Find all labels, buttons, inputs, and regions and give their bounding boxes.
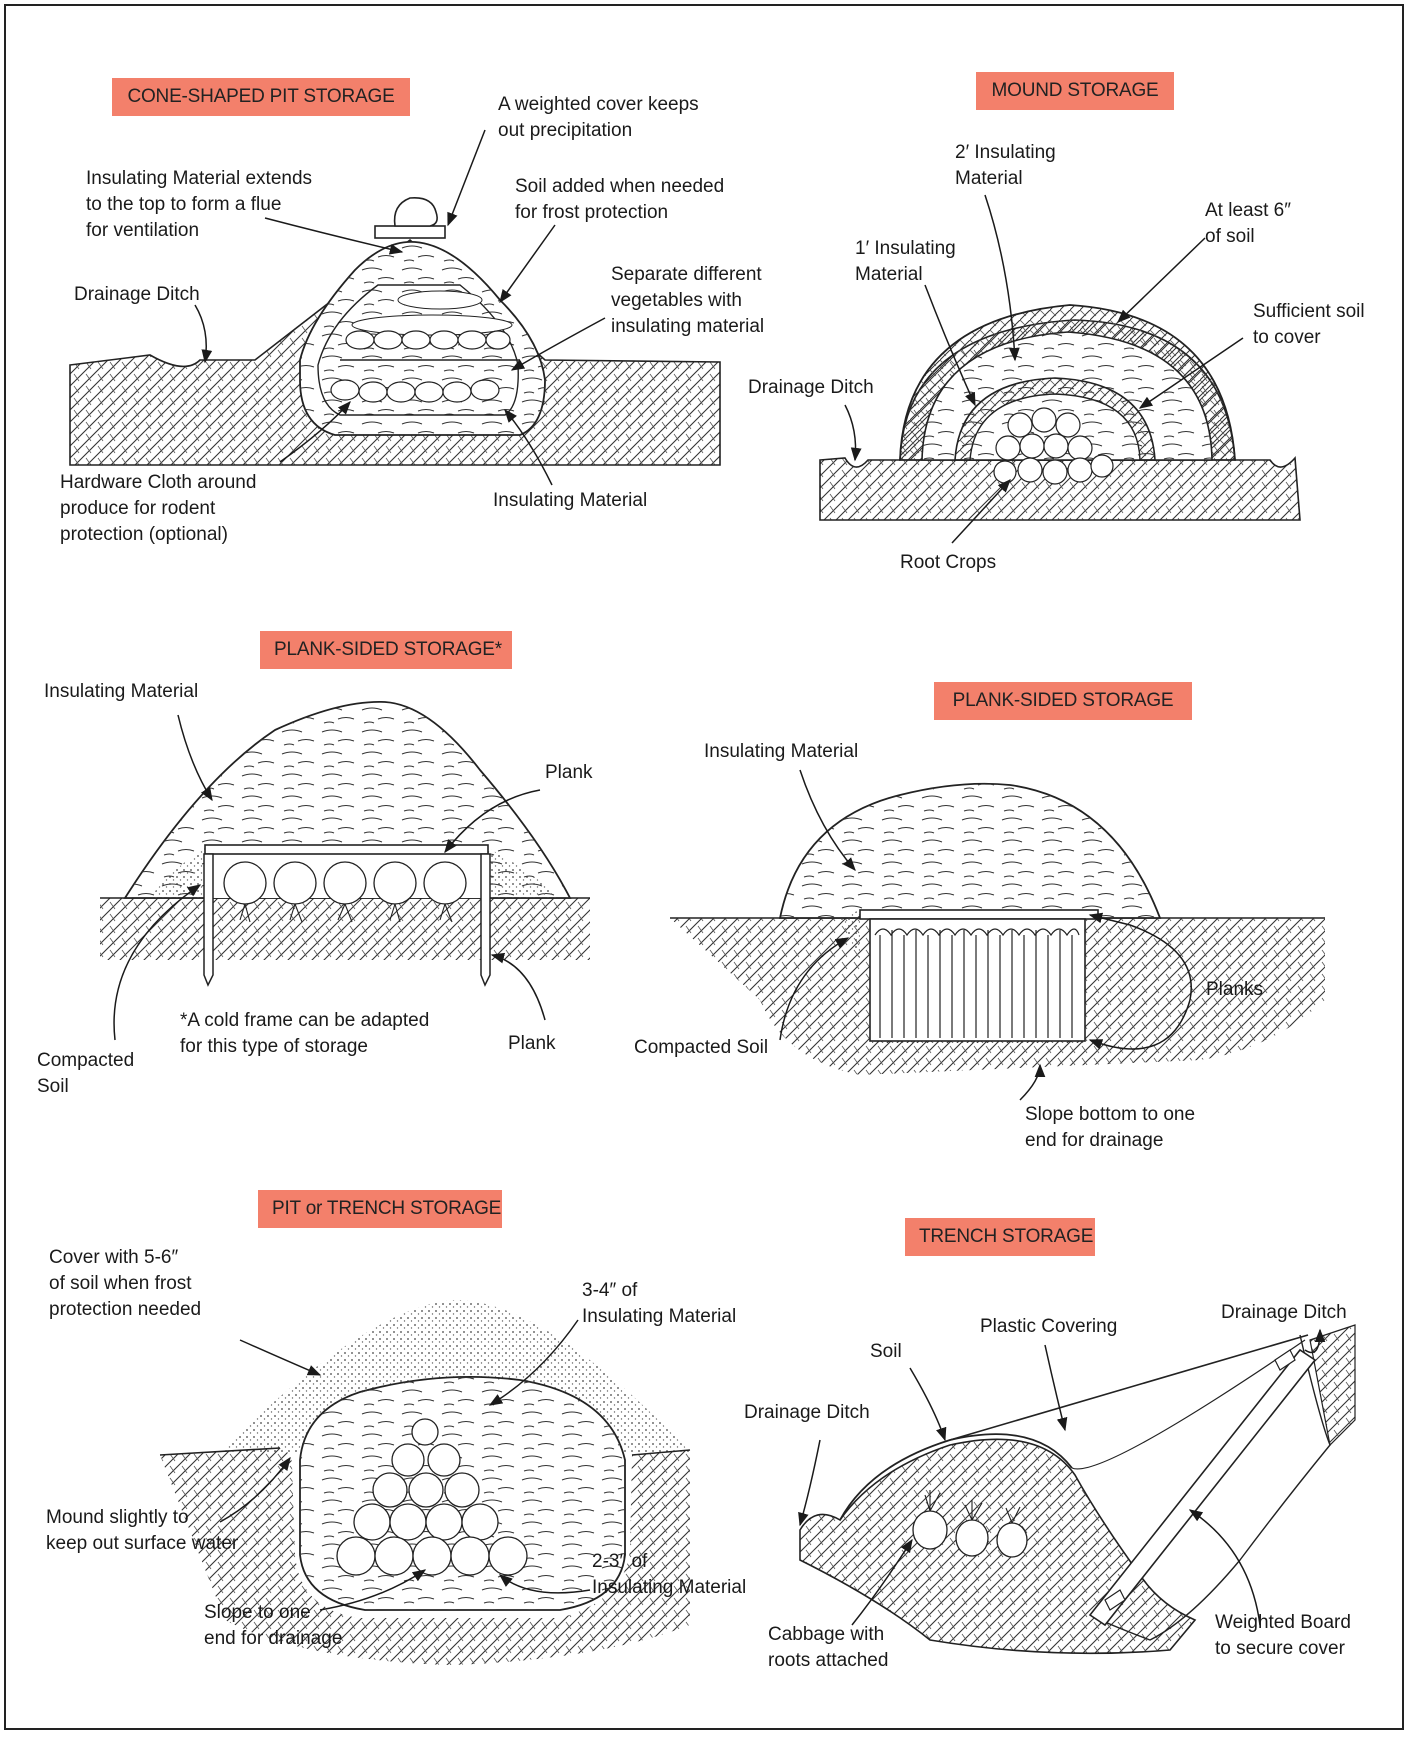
label-cold-frame-note: *A cold frame can be adapted for this ty… xyxy=(180,1008,429,1060)
label-two-ft-insulating: 2′ Insulating Material xyxy=(955,140,1056,192)
label-sufficient-soil: Sufficient soil to cover xyxy=(1253,299,1365,351)
label-weighted-cover: A weighted cover keeps out precipitation xyxy=(498,92,699,144)
label-slope-one-end: Slope to one end for drainage xyxy=(204,1600,342,1652)
label-drainage-ditch-mound: Drainage Ditch xyxy=(748,375,874,401)
label-drainage-ditch-trench-left: Drainage Ditch xyxy=(744,1400,870,1426)
label-plank-top: Plank xyxy=(545,760,593,786)
label-soil-trench: Soil xyxy=(870,1339,902,1365)
title-trench: TRENCH STORAGE xyxy=(905,1218,1095,1256)
label-soil-added: Soil added when needed for frost protect… xyxy=(515,174,724,226)
label-weighted-board: Weighted Board to secure cover xyxy=(1215,1610,1351,1662)
label-compacted-soil-left: Compacted Soil xyxy=(37,1048,134,1100)
label-insulating-extends: Insulating Material extends to the top t… xyxy=(86,166,312,244)
title-plank-right: PLANK-SIDED STORAGE xyxy=(934,682,1192,720)
label-insulating-material-plank-left: Insulating Material xyxy=(44,679,198,705)
label-cover-with-soil: Cover with 5-6″ of soil when frost prote… xyxy=(49,1245,201,1323)
label-drainage-ditch-cone: Drainage Ditch xyxy=(74,282,200,308)
label-hardware-cloth: Hardware Cloth around produce for rodent… xyxy=(60,470,256,548)
label-separate-vegetables: Separate different vegetables with insul… xyxy=(611,262,764,340)
label-insulating-material-cone: Insulating Material xyxy=(493,488,647,514)
label-three-four-insulating: 3-4″ of Insulating Material xyxy=(582,1278,736,1330)
label-compacted-soil-right: Compacted Soil xyxy=(634,1035,768,1061)
trench-illustration xyxy=(800,1325,1355,1653)
label-drainage-ditch-trench-right: Drainage Ditch xyxy=(1221,1300,1347,1326)
label-slope-bottom: Slope bottom to one end for drainage xyxy=(1025,1102,1195,1154)
label-insulating-material-plank-right: Insulating Material xyxy=(704,739,858,765)
plank-right-illustration xyxy=(670,770,1325,1100)
title-cone-pit: CONE-SHAPED PIT STORAGE xyxy=(112,78,410,116)
label-mound-slightly: Mound slightly to keep out surface water xyxy=(46,1505,238,1557)
title-plank-left: PLANK-SIDED STORAGE* xyxy=(260,631,512,669)
label-at-least-six: At least 6″ of soil xyxy=(1205,198,1291,250)
title-mound: MOUND STORAGE xyxy=(976,72,1174,110)
label-plank-bottom: Plank xyxy=(508,1031,556,1057)
label-plastic-covering: Plastic Covering xyxy=(980,1314,1117,1340)
label-two-three-insulating: 2-3″ of Insulating Material xyxy=(592,1549,746,1601)
plank-left-illustration xyxy=(100,702,590,1040)
title-pit-trench: PIT or TRENCH STORAGE xyxy=(258,1190,502,1228)
label-root-crops: Root Crops xyxy=(900,550,996,576)
label-one-ft-insulating: 1′ Insulating Material xyxy=(855,236,956,288)
label-planks: Planks xyxy=(1206,977,1263,1003)
label-cabbage-roots: Cabbage with roots attached xyxy=(768,1622,888,1674)
